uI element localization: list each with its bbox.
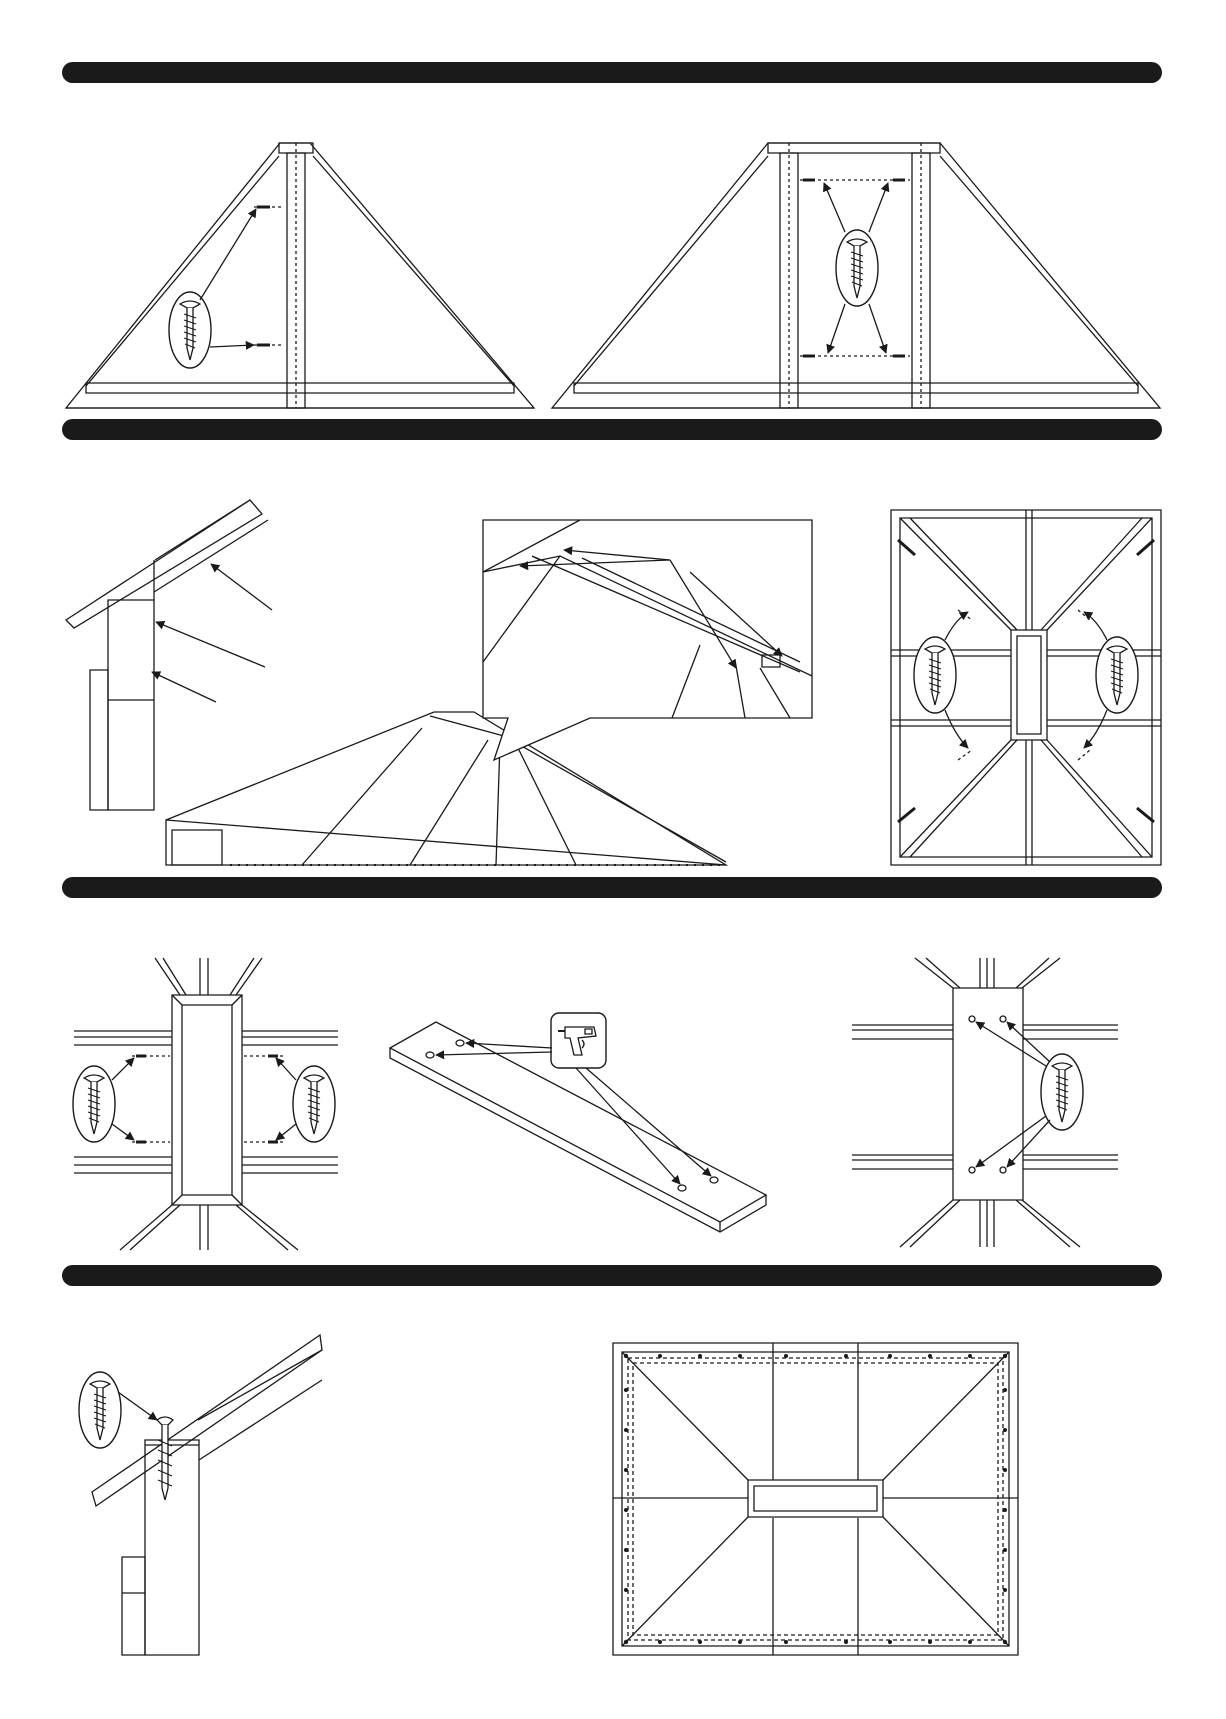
screw-icon bbox=[836, 230, 878, 306]
arrow-icon bbox=[1084, 710, 1107, 748]
rafter-section-view bbox=[66, 500, 268, 810]
screw-icon bbox=[914, 637, 956, 713]
screw-icon bbox=[73, 1066, 115, 1142]
arrow-icon bbox=[112, 1058, 134, 1080]
roof-perspective-view bbox=[166, 712, 726, 865]
arrow-icon bbox=[118, 1392, 157, 1420]
ridge-detail-callout bbox=[483, 520, 812, 760]
arrow-icon bbox=[211, 564, 272, 610]
eave-screw-view bbox=[92, 1335, 322, 1655]
arrow-icon bbox=[156, 622, 265, 667]
arrow-icon bbox=[576, 1068, 680, 1184]
screw-icon bbox=[293, 1066, 335, 1142]
arrow-icon bbox=[200, 209, 256, 300]
arrow-icon bbox=[945, 612, 968, 640]
arrow-icon bbox=[869, 183, 888, 232]
arrow-icon bbox=[828, 304, 845, 353]
arrow-icon bbox=[152, 672, 216, 702]
arrow-icon bbox=[276, 1058, 296, 1080]
screw-icon bbox=[1041, 1054, 1083, 1130]
roof-perimeter-plan-view bbox=[613, 1343, 1018, 1655]
screw-icon bbox=[79, 1372, 121, 1448]
screw-icon bbox=[1096, 637, 1138, 713]
arrow-icon bbox=[466, 1043, 552, 1048]
screw-icon bbox=[169, 292, 211, 368]
drill-icon bbox=[551, 1013, 606, 1068]
arrow-icon bbox=[112, 1124, 134, 1140]
gable-frame-left bbox=[66, 143, 534, 408]
arrow-icon bbox=[869, 304, 886, 353]
arrow-icon bbox=[945, 710, 968, 748]
arrow-icon bbox=[276, 1124, 296, 1140]
arrow-icon bbox=[586, 1068, 711, 1176]
arrow-icon bbox=[210, 345, 254, 347]
arrow-icon bbox=[824, 183, 845, 232]
arrow-icon bbox=[1084, 612, 1107, 640]
